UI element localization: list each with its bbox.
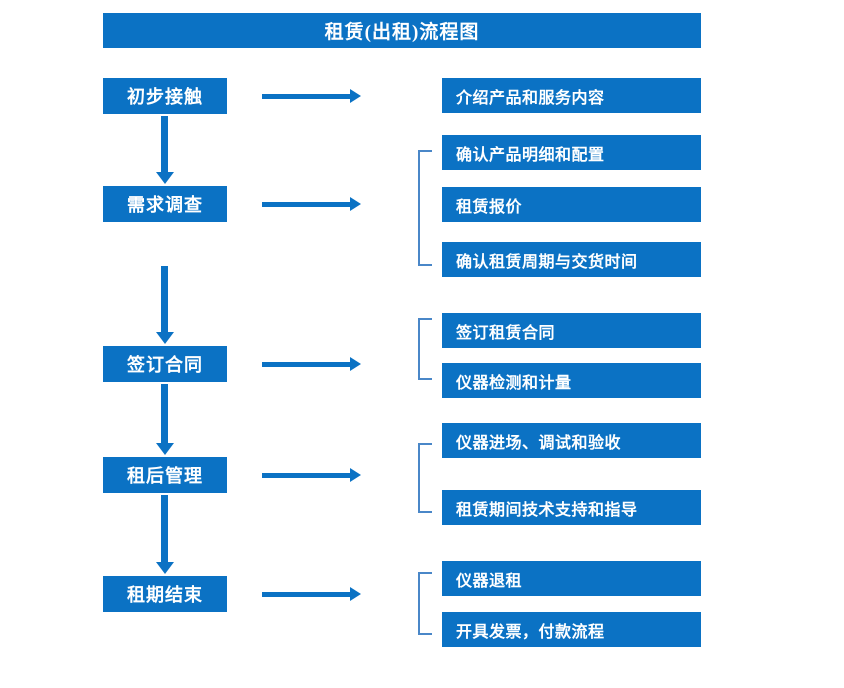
arrow-head-icon [156,562,174,574]
detail-box-2[interactable]: 确认产品明细和配置 [442,135,701,170]
detail-box-3[interactable]: 租赁报价 [442,187,701,222]
detail-box-8[interactable]: 租赁期间技术支持和指导 [442,490,701,525]
arrow-head-icon [156,172,174,184]
horizontal-arrow-3 [262,357,361,371]
group-bracket-2 [418,150,432,266]
detail-box-5[interactable]: 签订租赁合同 [442,313,701,348]
vertical-arrow-1 [156,116,174,184]
arrow-shaft [262,202,350,207]
arrow-shaft [161,266,168,332]
group-bracket-4 [418,443,432,513]
arrow-head-icon [350,468,361,482]
stage-box-5[interactable]: 租期结束 [103,576,227,612]
arrow-shaft [262,94,350,99]
detail-box-10[interactable]: 开具发票，付款流程 [442,612,701,647]
chart-title: 租赁(出租)流程图 [103,13,701,48]
arrow-head-icon [350,587,361,601]
detail-box-7[interactable]: 仪器进场、调试和验收 [442,423,701,458]
stage-box-1[interactable]: 初步接触 [103,78,227,114]
horizontal-arrow-4 [262,468,361,482]
arrow-head-icon [350,89,361,103]
arrow-head-icon [350,357,361,371]
vertical-arrow-3 [156,384,174,455]
detail-box-4[interactable]: 确认租赁周期与交货时间 [442,242,701,277]
arrow-shaft [161,495,168,562]
group-bracket-5 [418,572,432,635]
arrow-shaft [262,473,350,478]
horizontal-arrow-5 [262,587,361,601]
arrow-head-icon [350,197,361,211]
arrow-head-icon [156,332,174,344]
detail-box-6[interactable]: 仪器检测和计量 [442,363,701,398]
stage-box-4[interactable]: 租后管理 [103,457,227,493]
vertical-arrow-4 [156,495,174,574]
arrow-head-icon [156,443,174,455]
arrow-shaft [262,362,350,367]
vertical-arrow-2 [156,266,174,344]
detail-box-9[interactable]: 仪器退租 [442,561,701,596]
stage-box-3[interactable]: 签订合同 [103,346,227,382]
arrow-shaft [161,116,168,172]
group-bracket-3 [418,318,432,380]
arrow-shaft [262,592,350,597]
arrow-shaft [161,384,168,443]
detail-box-1[interactable]: 介绍产品和服务内容 [442,78,701,113]
stage-box-2[interactable]: 需求调查 [103,186,227,222]
horizontal-arrow-1 [262,89,361,103]
horizontal-arrow-2 [262,197,361,211]
